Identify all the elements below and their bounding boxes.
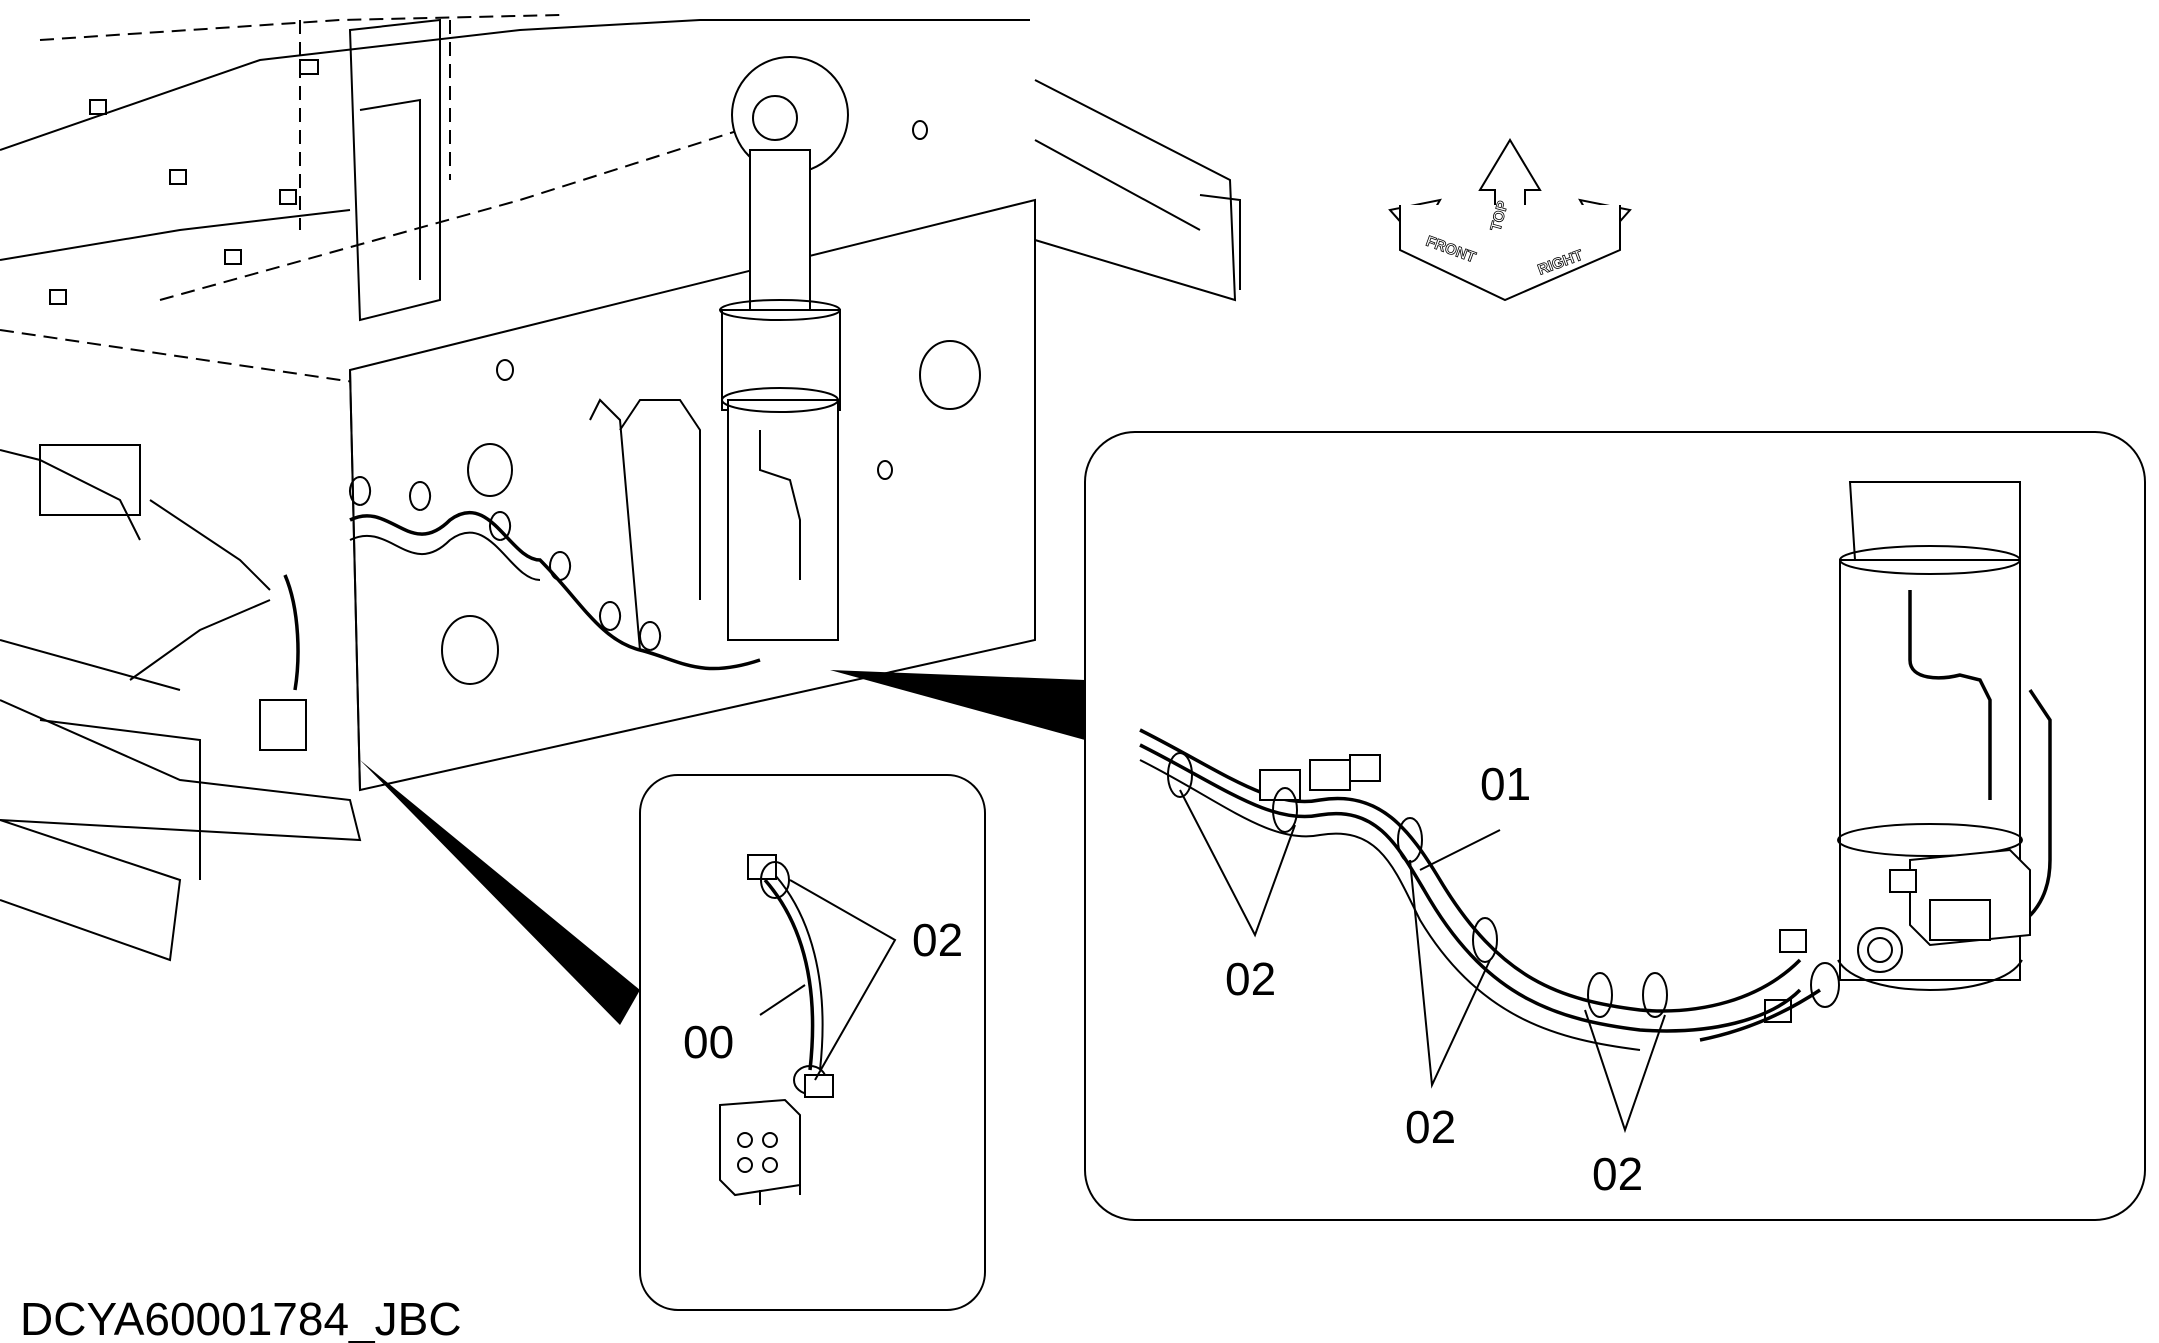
detail-box-large: 01 02 02 02 [1084, 431, 2146, 1221]
callout-02-large-a: 02 [1225, 953, 1276, 1005]
callout-02-large-b: 02 [1405, 1101, 1456, 1153]
cylinder-main [589, 56, 849, 651]
orientation-indicator: TOP FRONT RIGHT [1388, 138, 1632, 302]
callout-01-large: 01 [1480, 758, 1531, 810]
detail-box-small: 02 00 [639, 774, 986, 1311]
callout-02-large-c: 02 [1592, 1148, 1643, 1200]
callout-02-small: 02 [912, 914, 963, 966]
hose-clips [1167, 752, 1840, 1018]
drawing-code: DCYA60001784_JBC [20, 1293, 462, 1343]
leader-wedge-large [830, 670, 1085, 740]
callout-00-small: 00 [683, 1016, 734, 1068]
main-assembly-view [0, 14, 1241, 962]
leader-wedge-small [360, 760, 640, 1025]
